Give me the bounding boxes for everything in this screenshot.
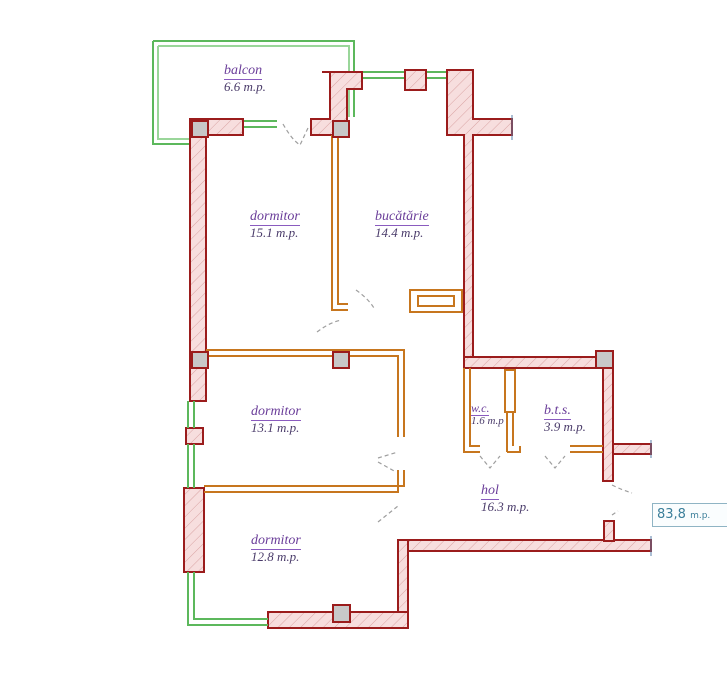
room-label-dormitor-1: dormitor 15.1 m.p. [250, 208, 300, 239]
door-swings [282, 123, 633, 523]
total-area-value: 83,8 [657, 507, 686, 522]
room-label-bts: b.t.s. 3.9 m.p. [544, 402, 586, 433]
room-label-balcon: balcon 6.6 m.p. [224, 62, 266, 93]
room-name: dormitor [251, 404, 301, 421]
room-label-wc: w.c. 1.6 m.p [471, 402, 504, 427]
room-area: 12.8 m.p. [251, 548, 300, 564]
room-area: 14.4 m.p. [375, 224, 424, 240]
room-area: 3.9 m.p. [544, 418, 586, 434]
room-area: 13.1 m.p. [251, 419, 300, 435]
balcony-outline [152, 40, 355, 145]
room-label-dormitor-3: dormitor 12.8 m.p. [251, 532, 301, 563]
total-area-unit: m.p. [690, 511, 711, 521]
kitchen-window [362, 71, 447, 79]
room-label-dormitor-2: dormitor 13.1 m.p. [251, 403, 301, 434]
room-name: dormitor [250, 209, 300, 226]
room-area: 16.3 m.p. [481, 498, 530, 514]
room-area: 15.1 m.p. [250, 224, 299, 240]
room-name: balcon [224, 63, 263, 80]
exterior-walls [183, 69, 652, 629]
total-area-badge: 83,8 m.p. [652, 503, 727, 527]
interior-walls [204, 135, 603, 493]
room-name: bucătărie [375, 209, 429, 226]
room-label-bucatarie: bucătărie 14.4 m.p. [375, 208, 429, 239]
room-label-hol: hol 16.3 m.p. [481, 482, 529, 513]
bottom-window [187, 401, 268, 626]
room-name: dormitor [251, 533, 301, 550]
room-area: 6.6 m.p. [224, 78, 266, 94]
room-name: w.c. [471, 401, 490, 416]
room-name: b.t.s. [544, 403, 571, 420]
room-name: hol [481, 483, 499, 500]
columns [191, 69, 614, 623]
dimension-ticks [511, 115, 652, 556]
room-area: 1.6 m.p [471, 414, 504, 427]
